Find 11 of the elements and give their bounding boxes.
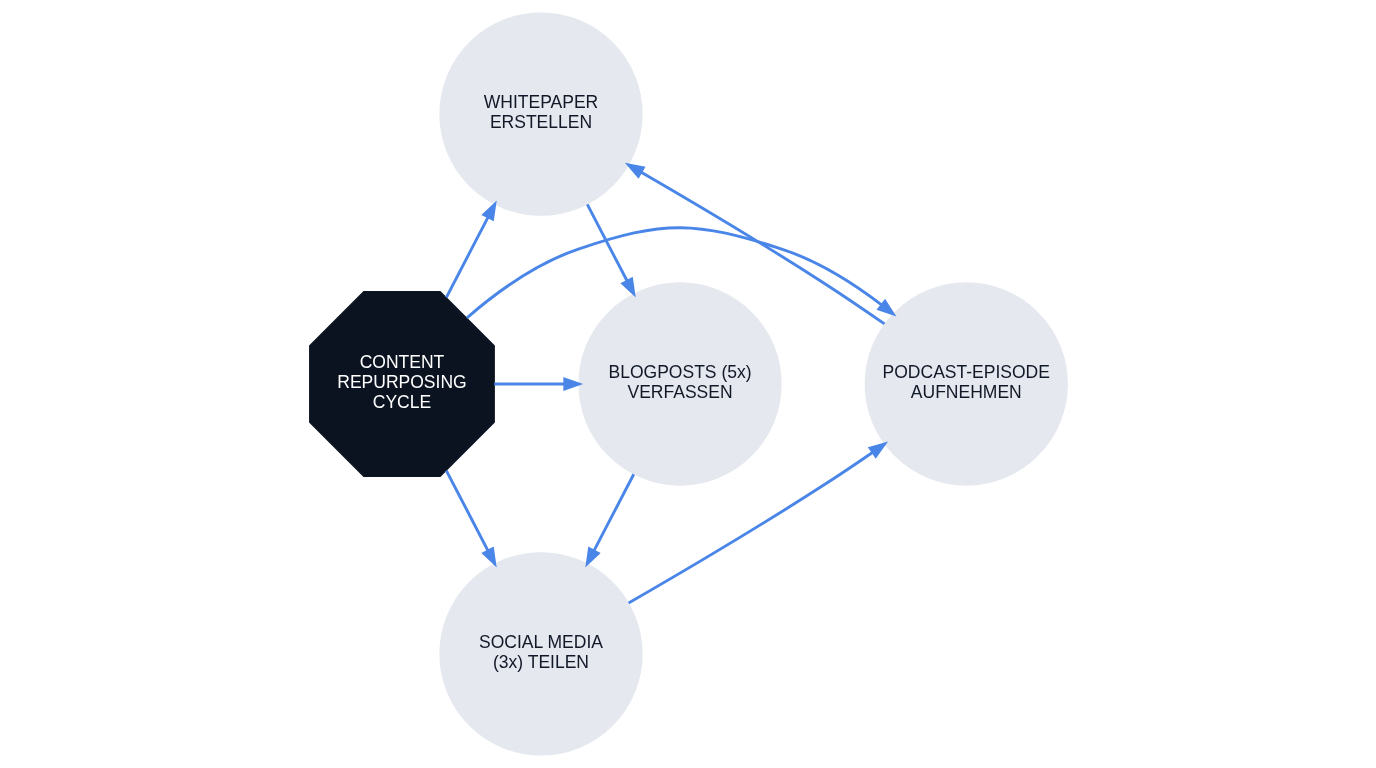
node-circle: WHITEPAPER ERSTELLEN xyxy=(438,12,643,216)
arrow xyxy=(444,200,497,298)
arrow xyxy=(465,226,896,319)
node-circle: SOCIAL MEDIA (3x) TEILEN xyxy=(438,552,643,756)
arrow xyxy=(584,473,635,568)
arrow xyxy=(624,162,885,326)
arrow xyxy=(444,469,497,568)
arrow xyxy=(493,377,583,391)
arrow xyxy=(627,441,888,605)
arrow xyxy=(585,203,636,298)
node-circle: BLOGPOSTS (5x) VERFASSEN xyxy=(577,282,782,486)
